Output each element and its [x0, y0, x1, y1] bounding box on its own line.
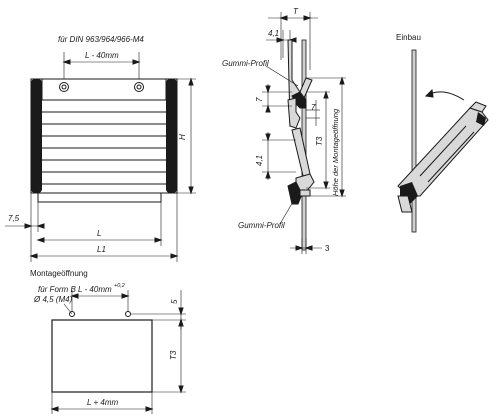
tilted-louver-line [419, 125, 467, 177]
arrowhead [265, 170, 271, 179]
leader-line [63, 303, 73, 315]
arrowhead [121, 293, 130, 299]
bottom-lip [37, 192, 162, 203]
t3-label: T3 [315, 136, 324, 146]
arrowhead [36, 223, 45, 229]
leader-line [279, 199, 295, 225]
screw-hole-right-inner [136, 84, 142, 90]
tilted-bottom-lip [397, 195, 413, 213]
l-40-label: L - 40mm [85, 51, 119, 60]
arrowhead [24, 223, 33, 229]
d5-label: 5 [170, 299, 179, 304]
d75-label: 7,5 [8, 214, 20, 223]
din-note-label: für DIN 963/964/966-M4 [58, 35, 144, 44]
arrowhead [303, 15, 312, 21]
arrowhead [178, 318, 184, 327]
gummi-bottom-label: Gummi-Profil [238, 221, 285, 230]
montage-view: Montageöffnung für Form B Ø 4,5 (M4) L -… [30, 269, 186, 414]
arrowhead [29, 253, 38, 259]
arrowhead [424, 88, 434, 98]
hole-label: Ø 4,5 (M4) [33, 295, 73, 304]
arrowhead [145, 406, 154, 412]
bottom-lip-profile [299, 189, 311, 197]
leader-line [265, 65, 299, 87]
arrowhead [132, 59, 141, 65]
arrowhead [170, 253, 179, 259]
screw-hole-right [134, 82, 144, 92]
arrowhead [339, 76, 345, 85]
l40-sup-main-label: L - 40mm [78, 285, 112, 294]
side-section-view: T 4,1 Gummi-Profil Gummi-Profil 7 [222, 7, 346, 254]
arrowhead [265, 85, 271, 94]
right-rubber-strip [166, 79, 177, 193]
l-label: L [97, 229, 101, 238]
gummi-top-label: Gummi-Profil [222, 59, 269, 68]
cutout-hole-left [69, 311, 75, 317]
arrowhead [304, 245, 313, 251]
arrowhead [188, 77, 194, 86]
arrowhead [70, 293, 79, 299]
einbau-view: Einbau [396, 33, 489, 233]
l1-label: L1 [97, 245, 106, 254]
einbau-label: Einbau [396, 33, 421, 42]
arrowhead [62, 59, 71, 65]
screw-hole-left-inner [61, 84, 67, 90]
d7-left-label: 7 [255, 97, 264, 102]
left-rubber-strip [31, 79, 42, 193]
tilted-top-rubber [476, 112, 486, 126]
front-view: für DIN 963/964/966-M4 L - 40mm [5, 35, 196, 262]
bottom-rubber-profile [287, 181, 303, 205]
montage-label: Montageöffnung [30, 269, 88, 278]
arrowhead [178, 307, 184, 316]
tilted-grille-top [469, 101, 487, 113]
arrowhead [50, 406, 59, 412]
arrowhead [288, 37, 297, 43]
t-label: T [293, 7, 299, 16]
hoehe-label: Höhe der Montageöffnung [331, 108, 340, 196]
l40-sup-label: +0,2 [114, 283, 125, 289]
arrowhead [188, 186, 194, 195]
cutout-rectangle [51, 319, 153, 393]
cutout-hole-right [125, 311, 131, 317]
d7-right-label: 7 [311, 103, 316, 112]
arrowhead [279, 15, 288, 21]
arrowhead [323, 181, 329, 190]
t3-bottom-label: T3 [169, 350, 178, 360]
arrowhead [323, 90, 329, 99]
arrowhead [339, 189, 345, 198]
d41-top-label: 4,1 [268, 29, 279, 38]
d41-mid-label: 4,1 [255, 155, 264, 166]
d3-label: 3 [325, 244, 330, 253]
l-plus-4-label: L + 4mm [87, 398, 119, 407]
h-label: H [178, 134, 187, 140]
arrowhead [295, 245, 304, 251]
tilted-louver-line [427, 131, 475, 183]
louver-upper [287, 97, 301, 129]
arrowhead [36, 237, 45, 243]
arrowhead [265, 104, 271, 113]
form-b-label: für Form B [38, 285, 76, 294]
arrowhead [265, 133, 271, 142]
arrowhead [178, 385, 184, 394]
einbau-wall-sheet [411, 49, 417, 233]
screw-hole-left [59, 82, 69, 92]
arrowhead [276, 37, 285, 43]
arrowhead [154, 237, 163, 243]
